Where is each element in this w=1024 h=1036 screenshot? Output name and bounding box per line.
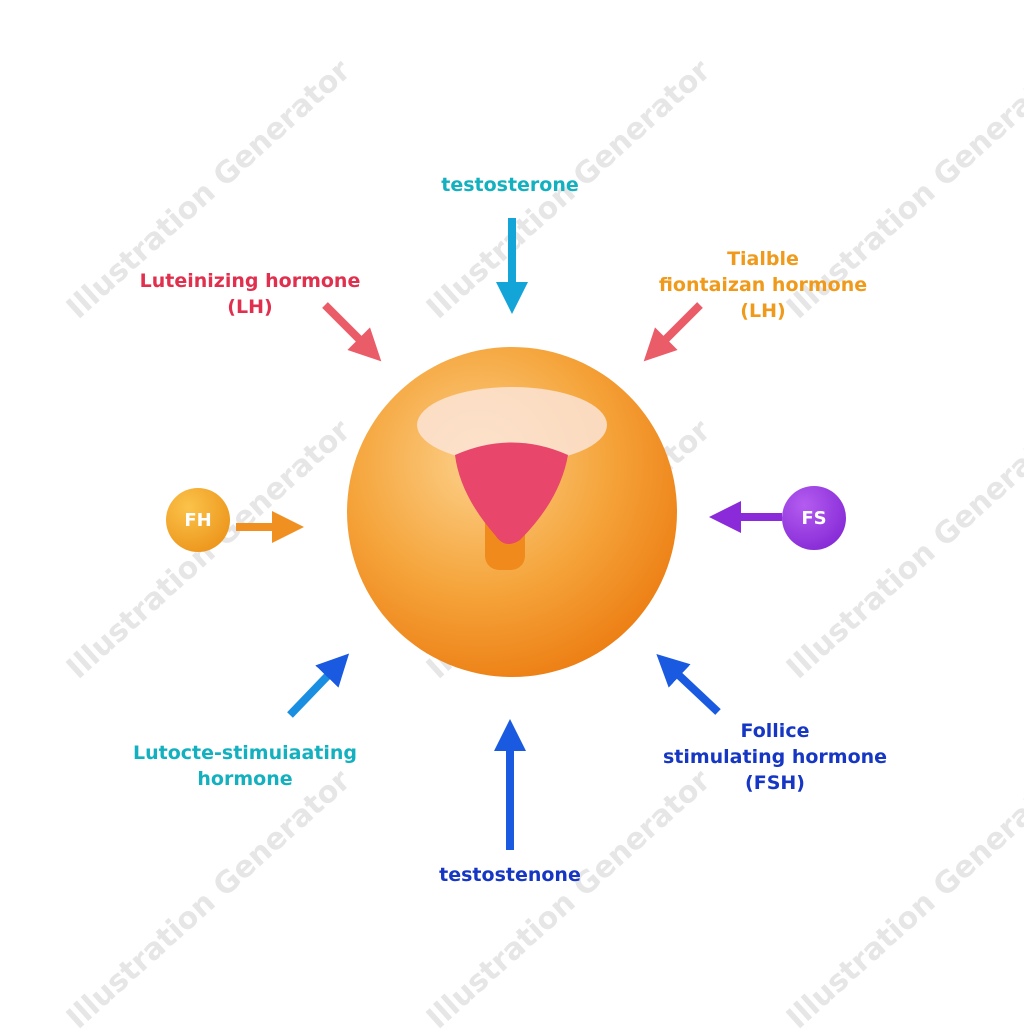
label-line: hormone — [197, 768, 293, 790]
label-line: Follice — [740, 720, 810, 742]
arrow-bottom-right — [656, 654, 721, 715]
label-line: (FSH) — [745, 772, 805, 794]
label-bottom-right: Follice stimulating hormone (FSH) — [663, 718, 887, 796]
label-line: fiontaizan hormone — [658, 274, 868, 296]
label-top-left: Luteinizing hormone (LH) — [140, 268, 361, 320]
label-line: Luteinizing hormone — [139, 270, 361, 292]
label-line: Lutocte-stimuiaating — [133, 742, 357, 764]
label-line: (LH) — [227, 296, 273, 318]
label-line: (LH) — [740, 300, 786, 322]
arrows — [236, 218, 782, 850]
label-top: testosterone — [441, 174, 579, 196]
label-bottom: testostenone — [439, 864, 581, 886]
arrow-top-left — [322, 302, 382, 362]
label-top-right: Tialble fiontaizan hormone (LH) — [659, 246, 867, 324]
cell — [347, 347, 677, 677]
node-fh: FH — [166, 488, 230, 552]
label-line: stimulating hormone — [662, 746, 888, 768]
node-fs: FS — [782, 486, 846, 550]
arrow-bottom-left — [287, 653, 350, 718]
label-line: Tialble — [727, 248, 799, 270]
arrow-top-right — [643, 302, 703, 362]
label-bottom-left: Lutocte-stimuiaating hormone — [133, 740, 357, 792]
